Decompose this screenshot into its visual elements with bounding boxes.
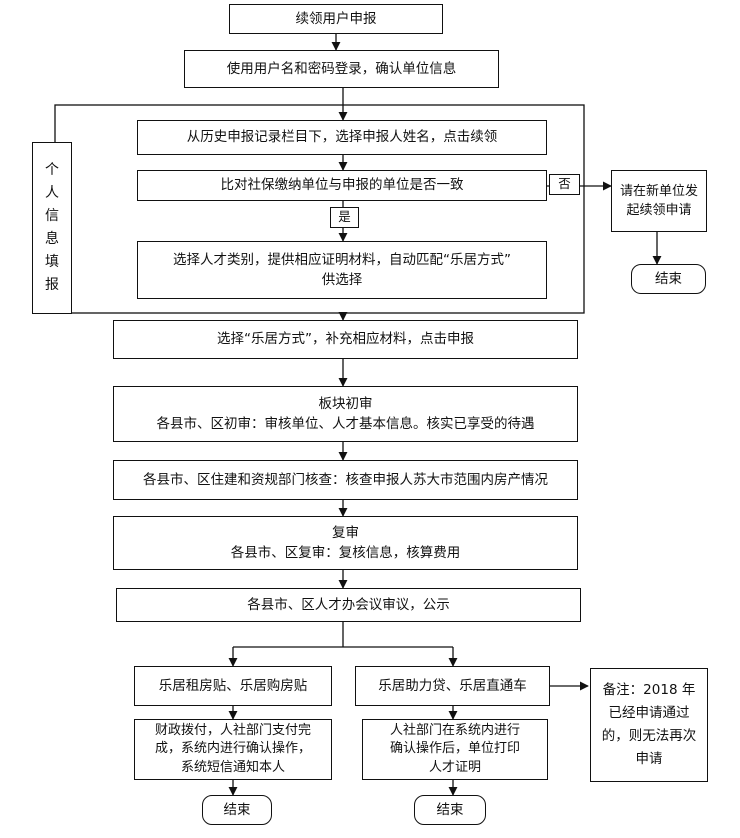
finance-box: 财政拨付，人社部门支付完 成，系统内进行确认操作， 系统短信通知本人 — [134, 719, 332, 780]
no-label: 否 — [558, 176, 571, 192]
select-method-box: 选择“乐居方式”，补充相应材料，点击申报 — [113, 320, 578, 359]
side-char: 填 — [45, 254, 59, 271]
end-label: 结束 — [655, 270, 682, 287]
hr-print-box: 人社部门在系统内进行 确认操作后，单位打印 人才证明 — [362, 719, 548, 780]
housing-check-box: 各县市、区住建和资规部门核查：核查申报人苏大市范围内房产情况 — [113, 460, 578, 500]
side-char: 息 — [45, 231, 59, 247]
initial-review-title: 板块初审 — [318, 395, 373, 412]
note-line: 已经申请通过 — [608, 705, 690, 722]
end-label: 结束 — [223, 801, 251, 818]
new-unit-box: 请在新单位发 起续领申请 — [611, 170, 707, 232]
rent-buy-box: 乐居租房贴、乐居购房贴 — [134, 666, 332, 706]
note-line: 申请 — [635, 750, 663, 767]
no-label-box: 否 — [549, 174, 580, 195]
personal-info-label: 个 人 信 息 填 报 — [32, 142, 72, 314]
end-box-top: 结束 — [631, 264, 706, 294]
yes-label-box: 是 — [330, 207, 359, 228]
side-char: 信 — [45, 207, 59, 224]
note-box: 备注：2018 年 已经申请通过 的，则无法再次 申请 — [590, 668, 708, 782]
select-category-box: 选择人才类别，提供相应证明材料，自动匹配“乐居方式” 供选择 — [137, 241, 547, 299]
meeting-label: 各县市、区人才办会议审议，公示 — [247, 596, 450, 613]
note-line: 备注：2018 年 — [602, 682, 696, 699]
new-unit-line: 请在新单位发 — [619, 183, 698, 199]
select-method-label: 选择“乐居方式”，补充相应材料，点击申报 — [217, 331, 474, 348]
start-label: 续领用户申报 — [295, 10, 377, 27]
initial-review-box: 板块初审 各县市、区初审：审核单位、人才基本信息。核实已享受的待遇 — [113, 386, 578, 442]
hr-print-line: 人才证明 — [428, 759, 481, 775]
select-category-line: 供选择 — [321, 272, 363, 288]
loan-train-box: 乐居助力贷、乐居直通车 — [355, 666, 550, 706]
select-category-line: 选择人才类别，提供相应证明材料，自动匹配“乐居方式” — [173, 251, 511, 268]
compare-box: 比对社保缴纳单位与申报的单位是否一致 — [137, 170, 547, 201]
history-box: 从历史申报记录栏目下，选择申报人姓名，点击续领 — [137, 120, 547, 155]
meeting-box: 各县市、区人才办会议审议，公示 — [116, 588, 581, 622]
hr-print-line: 人社部门在系统内进行 — [389, 723, 520, 739]
yes-label: 是 — [338, 209, 351, 225]
end-label: 结束 — [436, 801, 464, 818]
compare-label: 比对社保缴纳单位与申报的单位是否一致 — [220, 177, 464, 194]
finance-line: 财政拨付，人社部门支付完 — [154, 723, 311, 739]
re-review-title: 复审 — [332, 524, 359, 541]
new-unit-line: 起续领申请 — [626, 203, 692, 218]
end-box-left: 结束 — [202, 795, 272, 825]
rent-buy-label: 乐居租房贴、乐居购房贴 — [158, 677, 308, 694]
side-char: 个 — [45, 161, 59, 178]
side-char: 人 — [45, 184, 59, 201]
history-label: 从历史申报记录栏目下，选择申报人姓名，点击续领 — [186, 129, 498, 146]
side-char: 报 — [45, 277, 59, 294]
housing-check-label: 各县市、区住建和资规部门核查：核查申报人苏大市范围内房产情况 — [143, 471, 548, 488]
note-line: 的，则无法再次 — [601, 728, 697, 744]
re-review-detail: 各县市、区复审：复核信息，核算费用 — [230, 545, 461, 561]
re-review-box: 复审 各县市、区复审：复核信息，核算费用 — [113, 516, 578, 570]
loan-train-label: 乐居助力贷、乐居直通车 — [378, 677, 527, 694]
login-label: 使用用户名和密码登录，确认单位信息 — [226, 60, 457, 77]
hr-print-line: 确认操作后，单位打印 — [389, 741, 520, 757]
finance-line: 成，系统内进行确认操作， — [154, 741, 311, 757]
start-box: 续领用户申报 — [229, 4, 443, 34]
initial-review-detail: 各县市、区初审：审核单位、人才基本信息。核实已享受的待遇 — [156, 416, 535, 432]
login-box: 使用用户名和密码登录，确认单位信息 — [184, 50, 499, 88]
finance-line: 系统短信通知本人 — [180, 759, 285, 775]
end-box-right: 结束 — [414, 795, 486, 825]
